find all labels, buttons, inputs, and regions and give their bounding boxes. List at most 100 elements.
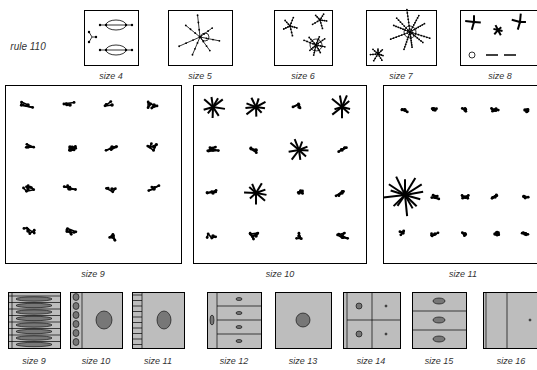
network-node xyxy=(320,17,322,19)
network-node xyxy=(131,24,133,26)
network-node xyxy=(402,28,404,30)
network-node xyxy=(400,27,402,29)
network-node xyxy=(380,50,382,52)
size-label: size 6 xyxy=(291,72,315,81)
structure-blob xyxy=(356,331,362,337)
structure-blob xyxy=(433,317,445,323)
figure-title: rule 110 xyxy=(10,42,45,52)
structure-blob xyxy=(433,298,445,304)
structure-divider xyxy=(347,320,400,321)
network-node xyxy=(211,148,215,152)
network-node xyxy=(406,32,408,34)
size-label: size 7 xyxy=(389,72,413,81)
network-node xyxy=(403,25,405,27)
structure-blob xyxy=(73,294,79,301)
network-node xyxy=(407,18,409,20)
network-node xyxy=(125,49,127,51)
size-label: size 14 xyxy=(357,357,386,366)
network-node xyxy=(26,187,30,191)
network-edge xyxy=(200,37,219,41)
network-node xyxy=(430,232,433,235)
network-node xyxy=(433,232,437,236)
network-node xyxy=(370,54,372,56)
network-edge xyxy=(209,147,216,151)
network-node xyxy=(402,23,404,25)
network-edge xyxy=(256,102,265,107)
network-node xyxy=(209,50,211,52)
panel-frame xyxy=(169,11,233,66)
structure-divider xyxy=(8,302,60,303)
network-node xyxy=(323,13,325,15)
network-node xyxy=(411,33,413,35)
panel-frame xyxy=(276,293,332,349)
network-node xyxy=(463,232,467,236)
size-label: size 9 xyxy=(81,270,105,279)
network-node xyxy=(340,191,344,195)
network-edge xyxy=(250,233,253,239)
network-edge xyxy=(250,234,253,239)
network-node xyxy=(404,194,407,197)
network-edge xyxy=(396,177,405,195)
network-edge xyxy=(256,190,265,193)
structure-divider xyxy=(132,333,142,334)
network-edge xyxy=(304,40,316,45)
network-node xyxy=(324,46,326,48)
network-node xyxy=(178,45,180,47)
network-node xyxy=(421,24,423,26)
network-node xyxy=(211,234,215,238)
network-edge xyxy=(316,39,325,45)
network-node xyxy=(401,108,404,111)
network-node xyxy=(376,55,378,57)
network-node xyxy=(408,22,410,24)
network-node xyxy=(255,192,258,195)
network-node xyxy=(190,28,192,30)
network-edge xyxy=(410,32,423,42)
network-node xyxy=(382,55,384,57)
size-label: size 9 xyxy=(22,357,46,366)
network-edge xyxy=(204,107,213,110)
network-node xyxy=(393,25,395,27)
panel-frame xyxy=(133,293,185,349)
size-label: size 4 xyxy=(99,72,123,81)
network-node xyxy=(283,28,285,30)
network-node xyxy=(295,237,298,240)
network-node xyxy=(320,45,322,47)
structure-blob xyxy=(16,310,52,314)
network-node xyxy=(424,23,426,25)
network-node xyxy=(316,16,318,18)
network-node xyxy=(395,36,397,38)
network-node xyxy=(411,30,413,32)
network-edge xyxy=(295,139,299,150)
network-node xyxy=(403,108,406,111)
network-edge xyxy=(314,45,316,55)
network-node xyxy=(422,42,424,44)
network-edge xyxy=(186,25,200,37)
network-node xyxy=(326,20,328,22)
network-node xyxy=(297,105,301,109)
panel-frame xyxy=(85,11,139,66)
network-node xyxy=(287,26,289,28)
network-node xyxy=(203,33,205,35)
network-node xyxy=(206,37,208,39)
network-node xyxy=(414,22,416,24)
network-node xyxy=(306,41,308,43)
panel-frame xyxy=(275,11,333,66)
structure-blob xyxy=(157,311,171,329)
network-node xyxy=(321,19,323,21)
network-node xyxy=(377,48,379,50)
network-node xyxy=(523,195,527,199)
network-node xyxy=(311,48,313,50)
structure-divider xyxy=(8,296,60,297)
structure-divider xyxy=(507,292,508,348)
network-node xyxy=(413,24,415,26)
network-node xyxy=(68,145,72,149)
network-node xyxy=(315,44,318,47)
network-node xyxy=(493,195,497,199)
network-node xyxy=(410,38,412,40)
network-node xyxy=(396,17,398,19)
network-node xyxy=(429,37,431,39)
network-node xyxy=(523,108,527,112)
network-node xyxy=(150,142,153,145)
network-edge xyxy=(213,99,223,107)
network-node xyxy=(197,42,199,44)
